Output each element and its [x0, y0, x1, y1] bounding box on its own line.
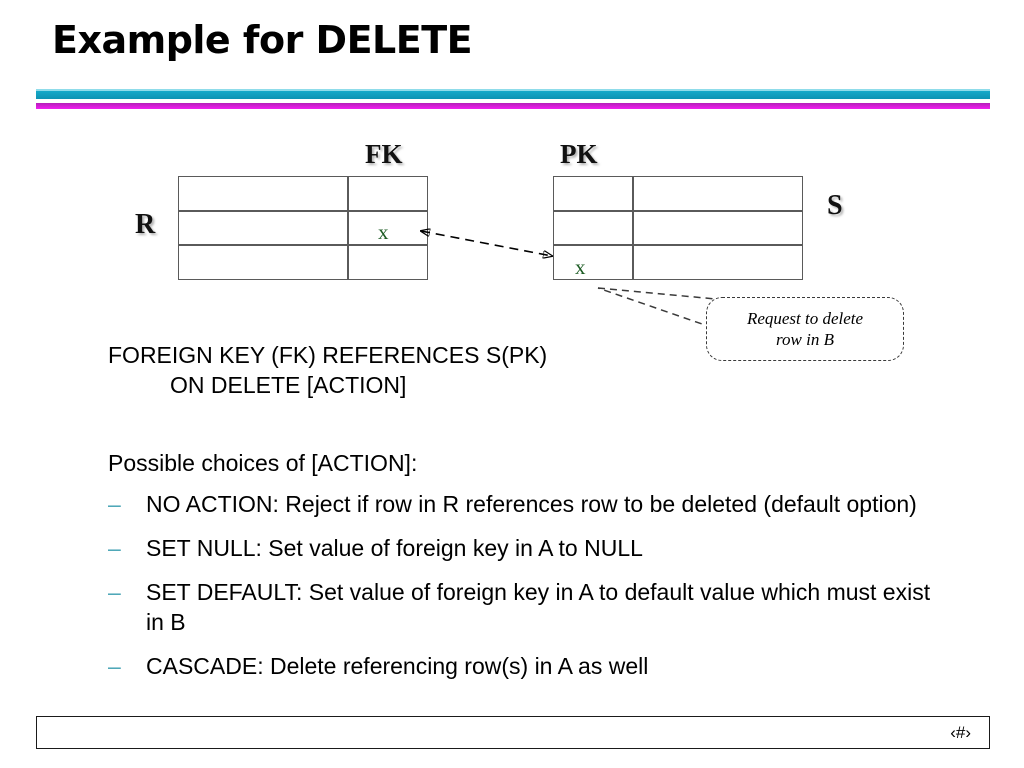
table-r [178, 176, 428, 280]
list-item: – NO ACTION: Reject if row in R referenc… [108, 489, 938, 519]
callout-text: Request to delete row in B [747, 308, 863, 351]
list-item-label: SET NULL: Set value of foreign key in A … [146, 535, 643, 561]
accent-rule-gap [36, 99, 990, 103]
table-s-colline [632, 177, 634, 279]
list-item: – SET NULL: Set value of foreign key in … [108, 533, 938, 563]
fk-column-header: FK [365, 139, 403, 169]
list-item-label: NO ACTION: Reject if row in R references… [146, 491, 917, 517]
table-s-name-label: S [827, 190, 843, 221]
accent-rule-teal [36, 91, 990, 99]
page-number: ‹#› [950, 723, 971, 742]
table-r-colline [347, 177, 349, 279]
list-item: – SET DEFAULT: Set value of foreign key … [108, 577, 938, 637]
accent-rule-thin-cyan [36, 89, 990, 91]
dash-bullet-icon: – [108, 491, 121, 517]
list-item: – CASCADE: Delete referencing row(s) in … [108, 651, 938, 681]
pk-column-header: PK [560, 139, 598, 169]
table-r-fk-mark: x [378, 220, 389, 244]
accent-rule-magenta [36, 103, 990, 109]
table-r-rowline-1 [179, 210, 427, 212]
table-s-pk-mark: x [575, 255, 586, 279]
list-item-label: CASCADE: Delete referencing row(s) in A … [146, 653, 649, 679]
fk-statement-line-2: ON DELETE [ACTION] [170, 372, 407, 398]
dash-bullet-icon: – [108, 535, 121, 561]
callout-line-1: Request to delete [746, 308, 864, 328]
dash-bullet-icon: – [108, 653, 121, 679]
table-r-name-label: R [135, 209, 156, 240]
action-choices-list: – NO ACTION: Reject if row in R referenc… [108, 489, 938, 695]
callout-bubble: Request to delete row in B [706, 297, 904, 361]
table-s-rowline-2 [554, 244, 802, 246]
fk-pk-reference-arrow [421, 231, 552, 256]
page-title: Example for DELETE [52, 18, 473, 62]
fk-statement-line-1: FOREIGN KEY (FK) REFERENCES S(PK) [108, 342, 548, 368]
list-item-label: SET DEFAULT: Set value of foreign key in… [146, 579, 931, 635]
footer-bar: ‹#› [36, 716, 990, 749]
dash-bullet-icon: – [108, 579, 121, 605]
table-r-rowline-2 [179, 244, 427, 246]
callout-line-2: row in B [776, 330, 834, 349]
choices-heading: Possible choices of [ACTION]: [108, 450, 418, 476]
table-s-rowline-1 [554, 210, 802, 212]
table-s [553, 176, 803, 280]
